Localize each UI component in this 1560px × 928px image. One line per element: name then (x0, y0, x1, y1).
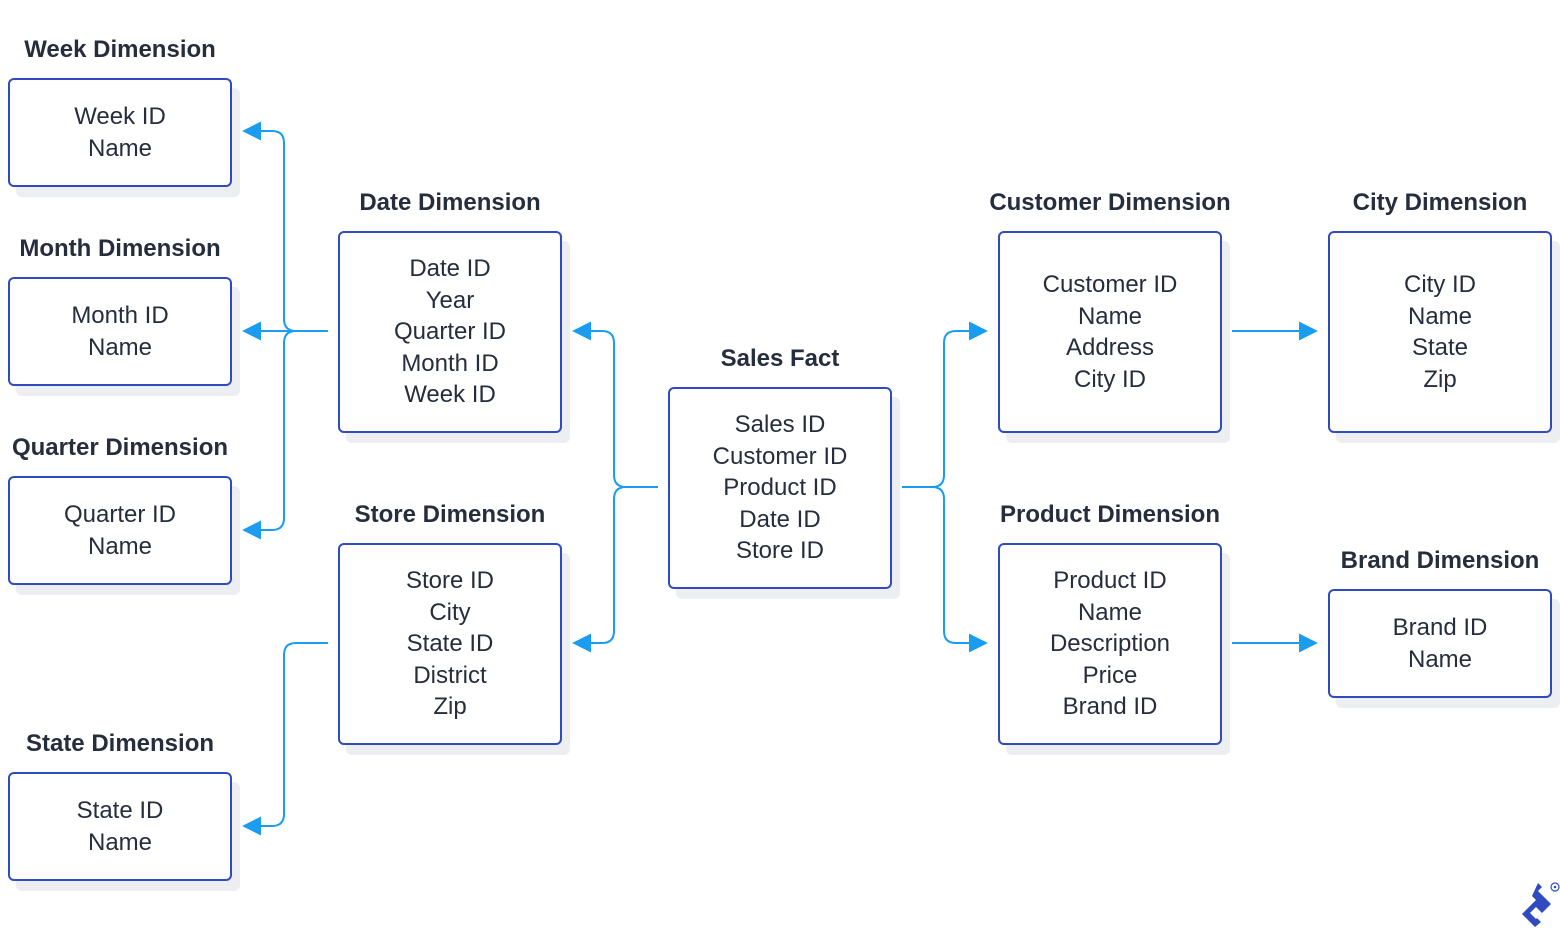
entity-field: City ID (1404, 271, 1476, 298)
customer-dimension-box: Customer ID Name Address City ID (998, 231, 1222, 433)
city-dimension-fields: City ID Name State Zip (1404, 269, 1476, 395)
connector-date-to-week (242, 121, 328, 332)
entity-field: Name (1077, 302, 1142, 330)
connector-sales-to-date (572, 321, 658, 488)
connector-sales-to-product (902, 486, 988, 653)
date-dimension-title: Date Dimension (359, 189, 541, 216)
entity-field: Price (1082, 661, 1138, 689)
entity-field: Month ID (401, 349, 499, 377)
entity-field: State (1411, 334, 1469, 361)
sales-fact-box: Sales ID Customer ID Product ID Date ID … (668, 387, 892, 589)
entity-field: Name (1407, 302, 1473, 330)
entity-field: Week ID (74, 103, 166, 130)
week-dimension-title: Week Dimension (24, 36, 216, 63)
entity-field: Name (87, 532, 153, 560)
store-dimension-fields: Store ID City State ID District Zip (406, 565, 494, 723)
entity-field: Address (1065, 334, 1155, 361)
week-dimension-box: Week ID Name (8, 78, 232, 187)
state-dimension-fields: State ID Name (77, 795, 164, 858)
entity-field: Product ID (723, 474, 837, 502)
brand-dimension-box: Brand ID Name (1328, 589, 1552, 698)
entity-field: Zip (433, 693, 467, 721)
entity-field: Zip (1423, 365, 1457, 393)
week-dimension-fields: Week ID Name (74, 101, 166, 164)
connector-sales-to-customer (902, 321, 988, 488)
brand-dimension-title: Brand Dimension (1340, 547, 1540, 574)
entity-field: Name (87, 828, 153, 856)
product-dimension-fields: Product ID Name Description Price Brand … (1050, 565, 1170, 723)
entity-field: Name (1077, 598, 1142, 626)
state-dimension-title: State Dimension (25, 730, 215, 757)
entity-field: City (429, 598, 471, 626)
sales-fact-title: Sales Fact (720, 345, 840, 372)
month-dimension-fields: Month ID Name (71, 300, 168, 363)
quarter-dimension-fields: Quarter ID Name (64, 499, 176, 562)
entity-field: District (413, 661, 487, 689)
connector-store-to-state (242, 642, 328, 836)
entity-field: State ID (76, 797, 164, 824)
entity-field: Name (1407, 645, 1473, 673)
store-dimension-box: Store ID City State ID District Zip (338, 543, 562, 745)
entity-field: City ID (1073, 365, 1146, 393)
product-dimension-title: Product Dimension (999, 501, 1221, 528)
date-dimension-fields: Date ID Year Quarter ID Month ID Week ID (394, 253, 506, 411)
sales-fact-fields: Sales ID Customer ID Product ID Date ID … (713, 409, 848, 567)
entity-field: Customer ID (1042, 271, 1178, 298)
month-dimension-box: Month ID Name (8, 277, 232, 386)
entity-field: Quarter ID (63, 501, 177, 528)
entity-field: Quarter ID (393, 318, 507, 346)
city-dimension-title: City Dimension (1352, 189, 1528, 216)
entity-field: Description (1049, 630, 1171, 658)
entity-field: Brand ID (1062, 693, 1158, 721)
connector-sales-to-store (572, 486, 658, 653)
entity-field: Year (425, 286, 475, 314)
entity-field: Product ID (1053, 567, 1167, 595)
entity-field: Customer ID (712, 442, 848, 470)
connector-date-to-quarter (242, 330, 328, 540)
toptal-logo-icon (1522, 882, 1560, 927)
product-dimension-box: Product ID Name Description Price Brand … (998, 543, 1222, 745)
quarter-dimension-box: Quarter ID Name (8, 476, 232, 585)
entity-field: Month ID (71, 302, 169, 329)
entity-field: Store ID (405, 567, 495, 595)
store-dimension-title: Store Dimension (354, 501, 546, 528)
quarter-dimension-title: Quarter Dimension (11, 434, 229, 461)
month-dimension-title: Month Dimension (19, 235, 221, 262)
entity-field: Name (87, 134, 153, 162)
date-dimension-box: Date ID Year Quarter ID Month ID Week ID (338, 231, 562, 433)
entity-field: State ID (406, 630, 494, 658)
entity-field: Name (87, 333, 153, 361)
customer-dimension-title: Customer Dimension (989, 189, 1231, 216)
entity-field: Sales ID (734, 411, 826, 439)
entity-field: Date ID (409, 255, 491, 283)
entity-field: Brand ID (1392, 614, 1488, 641)
city-dimension-box: City ID Name State Zip (1328, 231, 1552, 433)
brand-dimension-fields: Brand ID Name (1393, 612, 1488, 675)
entity-field: Store ID (735, 537, 824, 565)
entity-field: Date ID (739, 505, 821, 533)
customer-dimension-fields: Customer ID Name Address City ID (1043, 269, 1178, 395)
state-dimension-box: State ID Name (8, 772, 232, 881)
entity-field: Week ID (404, 381, 496, 409)
